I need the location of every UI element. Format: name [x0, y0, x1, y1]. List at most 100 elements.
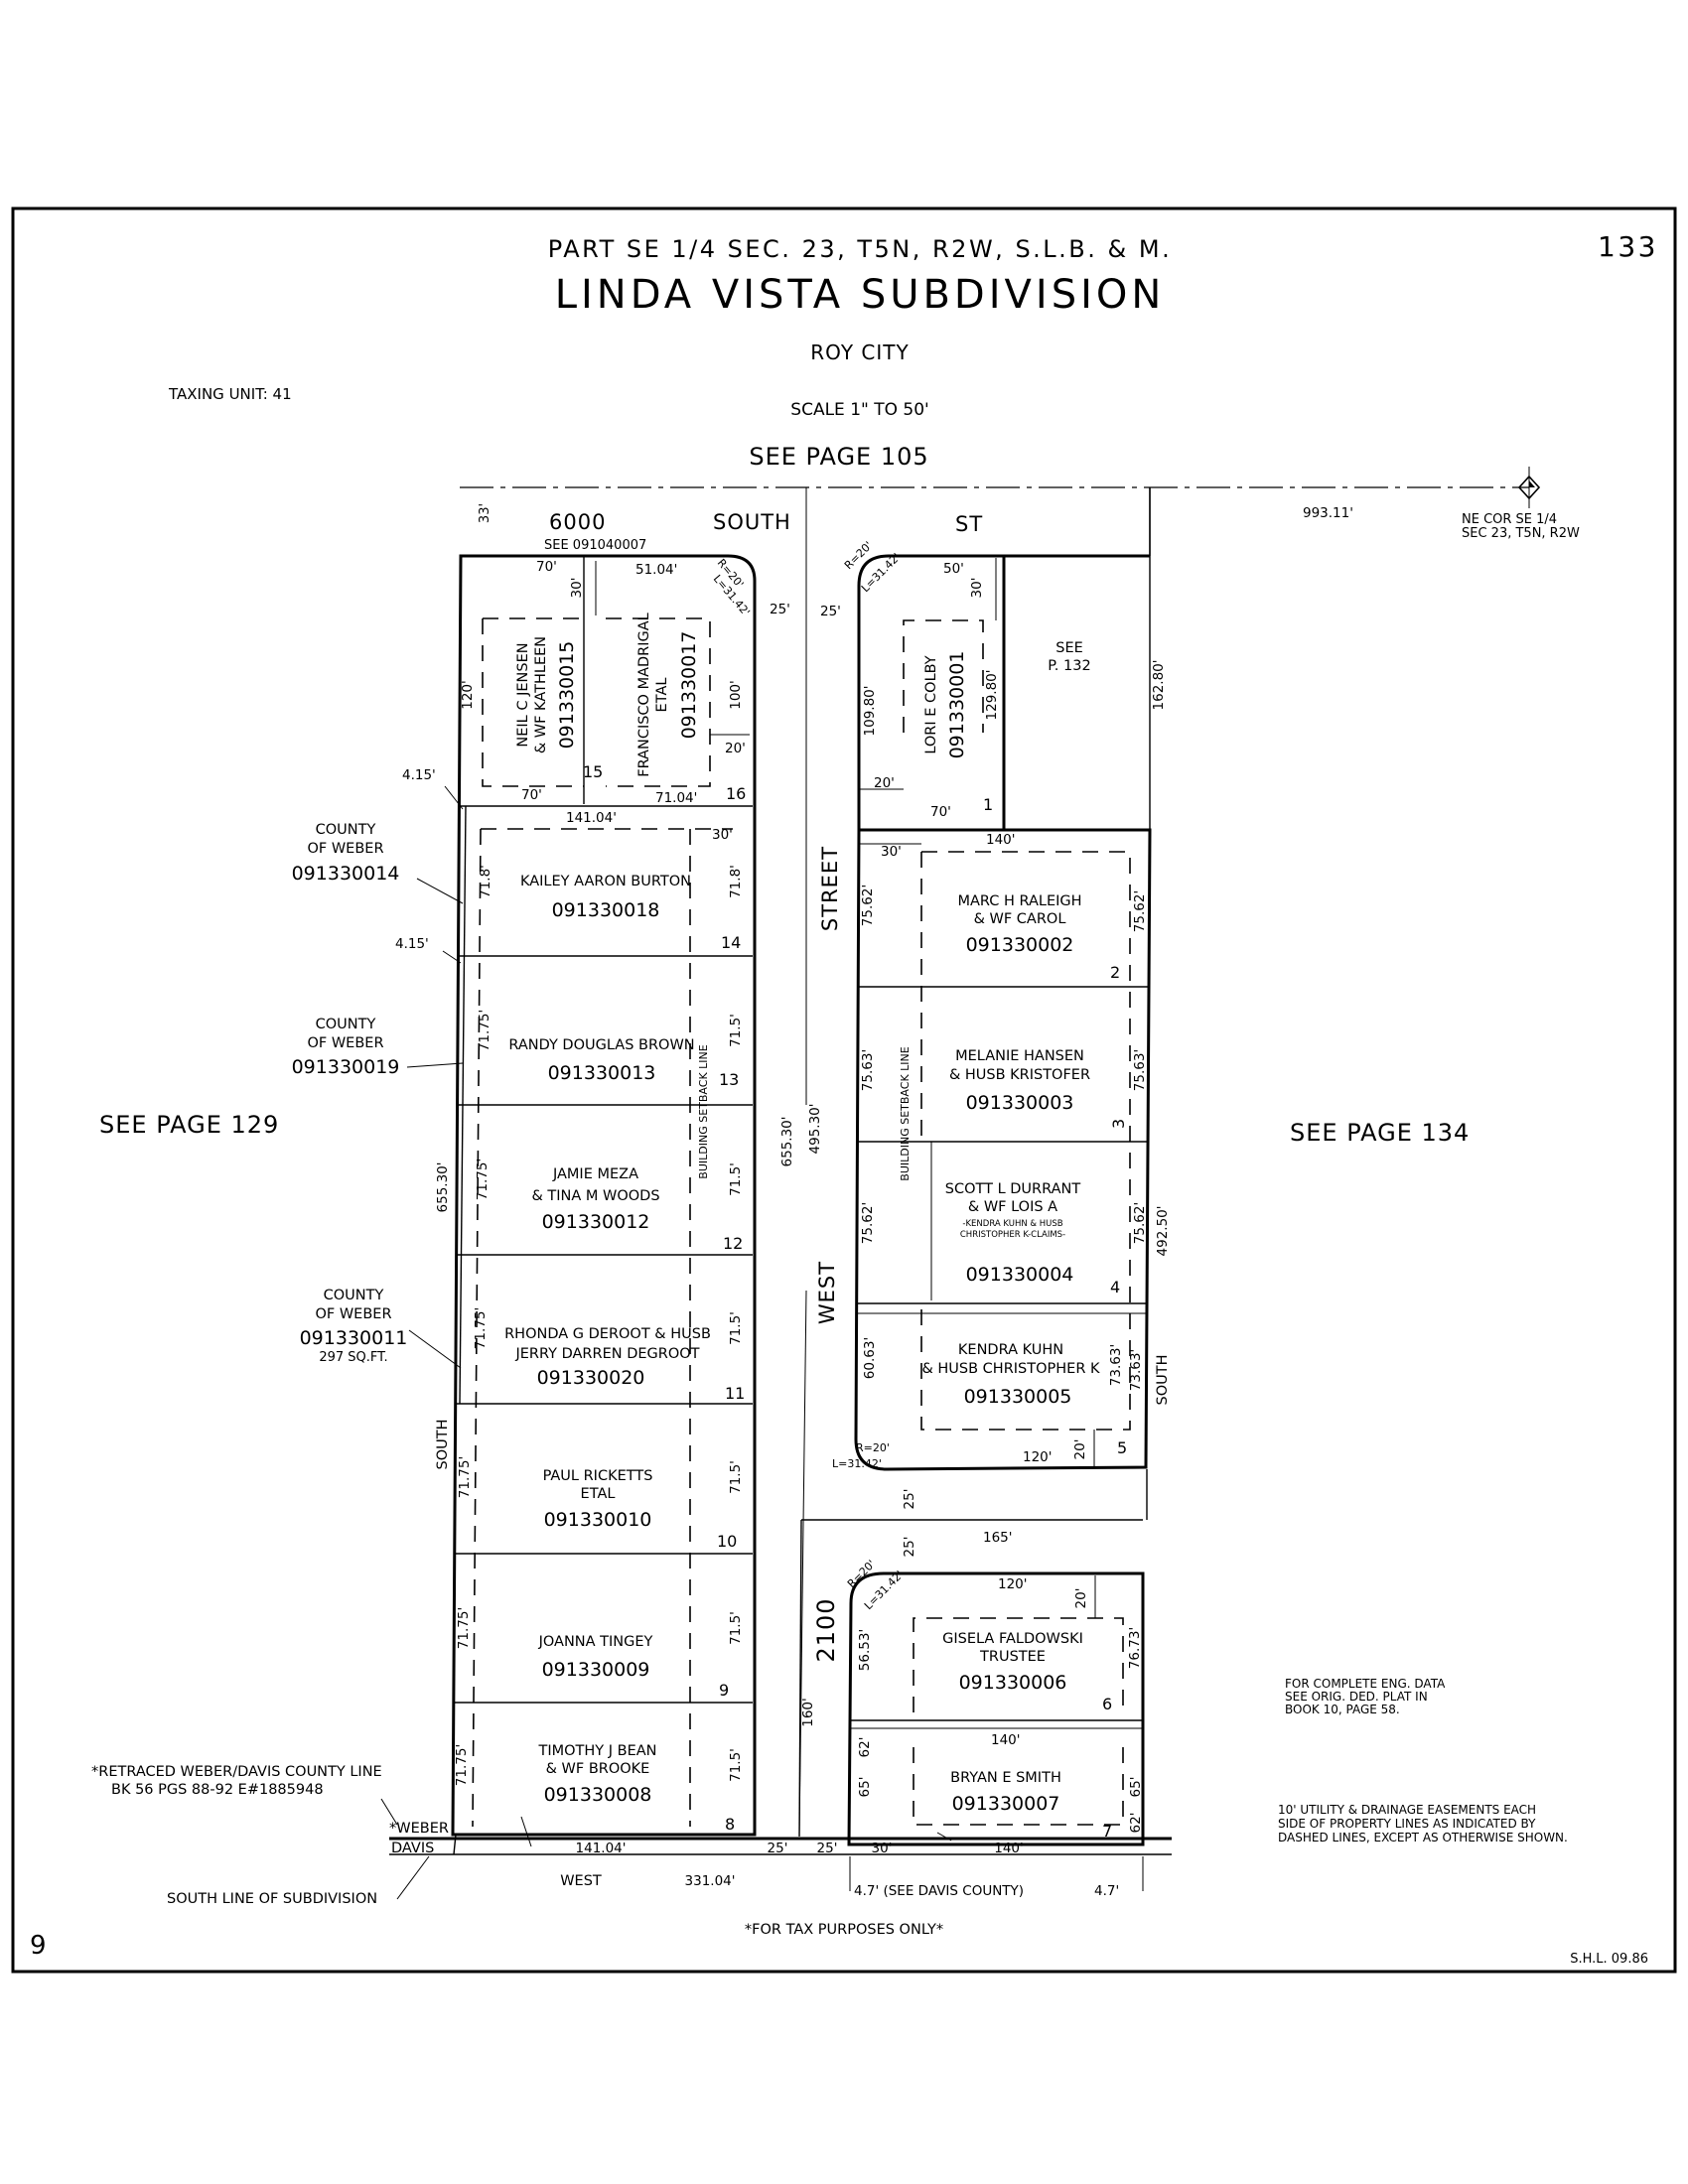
dimension-label: 60.63' [862, 1337, 878, 1379]
lot-number: 10 [717, 1532, 737, 1551]
lot-3: MELANIE HANSEN & HUSB KRISTOFER 09133000… [860, 1048, 1148, 1129]
dimension-label: 140' [991, 1732, 1020, 1748]
west-block-boundary [451, 554, 757, 1837]
dimension-label: 4.15' [395, 936, 429, 952]
parcel-number: 091330002 [966, 934, 1074, 956]
dimension-label: 140' [994, 1841, 1023, 1856]
parcel-number: 091330017 [678, 631, 700, 740]
parcel-number: 091330004 [966, 1264, 1074, 1286]
dimension-label: 160' [800, 1698, 816, 1726]
parcel-number: 091330005 [964, 1386, 1072, 1408]
drafter-initials: S.H.L. 09.86 [1570, 1952, 1648, 1967]
dimension-label: 56.53' [857, 1629, 873, 1671]
parcel-number: 091330006 [959, 1672, 1067, 1694]
street-label: SOUTH [1155, 1355, 1171, 1406]
dimension-label: 993.11' [1303, 505, 1353, 521]
dimension-label: 140' [986, 832, 1015, 848]
owner-name: JOANNA TINGEY [538, 1634, 653, 1650]
lot-number: 11 [725, 1384, 745, 1403]
dimension-label: 4.7' (SEE DAVIS COUNTY) [854, 1883, 1024, 1899]
owner-name: PAUL RICKETTS [543, 1468, 653, 1484]
lot-9: JOANNA TINGEY 091330009 71.75' 71.5' 9 [456, 1607, 744, 1700]
easement-note: DASHED LINES, EXCEPT AS OTHERWISE SHOWN. [1278, 1831, 1568, 1844]
lot-4: SCOTT L DURRANT & WF LOIS A -KENDRA KUHN… [860, 1181, 1148, 1297]
dimension-label: 75.62' [1132, 890, 1148, 932]
street-label: SOUTH [435, 1420, 451, 1470]
dimension-label: 65' [1128, 1777, 1144, 1798]
county-label: OF WEBER [307, 1035, 383, 1051]
street-label: 6000 [549, 510, 606, 534]
parcel-number: 091330003 [966, 1092, 1074, 1114]
lot-16: FRANCISCO MADRIGAL ETAL 091330017 16 [636, 613, 746, 803]
dimension-label: 492.50' [1155, 1206, 1171, 1257]
parcel-number: 091330015 [556, 641, 578, 750]
county-label-group: COUNTY OF WEBER 091330011 297 SQ.FT. [300, 1288, 462, 1369]
dimension-label: 25' [902, 1489, 917, 1510]
lot-number: 2 [1110, 963, 1120, 982]
dimension-label: 495.30' [807, 1104, 823, 1155]
dimension-label: 20' [1073, 1588, 1089, 1609]
see-page-label: P. 132 [1048, 658, 1090, 674]
owner-name: TRUSTEE [979, 1649, 1046, 1665]
dimension-label: 75.63' [860, 1049, 876, 1091]
map-frame [11, 206, 1677, 1974]
south-line-note: SOUTH LINE OF SUBDIVISION [167, 1891, 377, 1907]
easement-note: SIDE OF PROPERTY LINES AS INDICATED BY [1278, 1817, 1536, 1831]
leader-line [408, 1329, 462, 1369]
dimension-label: 30' [872, 1841, 893, 1856]
county-line [459, 805, 467, 1405]
street-label: WEST [560, 1873, 602, 1889]
leader-line [442, 950, 462, 964]
dimension-label: 75.62' [860, 885, 876, 926]
county-area: 297 SQ.FT. [319, 1350, 387, 1365]
owner-name: BRYAN E SMITH [950, 1770, 1061, 1786]
parcel-number: 091330010 [544, 1509, 652, 1531]
setback-line [482, 618, 584, 787]
owner-name: JERRY DARREN DEGROOT [514, 1346, 699, 1362]
dimension-label: 655.30' [435, 1162, 451, 1213]
owner-name: LORI E COLBY [923, 655, 939, 753]
owner-name: TIMOTHY J BEAN [537, 1743, 656, 1759]
lot-number: 13 [719, 1070, 739, 1089]
parcel-number: 091330009 [542, 1659, 650, 1681]
lot-6: GISELA FALDOWSKI TRUSTEE 091330006 56.53… [857, 1627, 1143, 1713]
dimension-label: 75.62' [860, 1202, 876, 1244]
eng-data-note: FOR COMPLETE ENG. DATA [1285, 1677, 1446, 1691]
parcel-number: 091330001 [946, 651, 968, 759]
corner-label: SEC 23, T5N, R2W [1462, 526, 1580, 541]
dimension-label: 25' [817, 1841, 838, 1856]
dimension-label: 70' [521, 787, 542, 803]
lot-number: 6 [1102, 1695, 1112, 1713]
owner-name: & HUSB KRISTOFER [949, 1067, 1090, 1083]
lot-number: 9 [719, 1681, 729, 1700]
lot-8: TIMOTHY J BEAN & WF BROOKE 091330008 71.… [454, 1743, 744, 1834]
dimension-label: 73.63' [1128, 1349, 1144, 1391]
see-parcel-note: SEE 091040007 [544, 538, 646, 553]
leader-line [380, 1798, 398, 1826]
dimension-label: 20' [1072, 1439, 1088, 1460]
setback-line [920, 851, 1131, 1431]
curve-length: L=31.42' [832, 1457, 882, 1470]
dimension-label: 25' [820, 604, 841, 619]
page-number: 133 [1598, 230, 1658, 263]
curve-radius: R=20' [842, 539, 875, 572]
lot-number: 14 [721, 933, 741, 952]
lot-2: MARC H RALEIGH & WF CAROL 091330002 75.6… [860, 885, 1148, 982]
davis-label: DAVIS [391, 1841, 434, 1856]
owner-name: MELANIE HANSEN [955, 1048, 1084, 1064]
legal-description: PART SE 1/4 SEC. 23, T5N, R2W, S.L.B. & … [548, 235, 1172, 263]
dimension-label: 51.04' [635, 562, 677, 578]
see-page-label: SEE [1055, 640, 1083, 656]
county-label-group: COUNTY OF WEBER 091330019 [292, 1017, 464, 1078]
dimension-label: 71.8' [478, 865, 493, 898]
county-label: OF WEBER [315, 1306, 391, 1322]
leader-line [520, 1816, 532, 1847]
dimension-label: 20' [725, 741, 746, 756]
dimension-label: 71.75' [473, 1307, 489, 1349]
lot-10: PAUL RICKETTS ETAL 091330010 71.75' 71.5… [457, 1456, 744, 1551]
setback-line [913, 1617, 1124, 1712]
lot-7: BRYAN E SMITH 091330007 65' 65' 7 [857, 1770, 1144, 1841]
corner-page-number: 9 [30, 1931, 47, 1961]
county-line-note: *RETRACED WEBER/DAVIS COUNTY LINE [91, 1764, 382, 1780]
